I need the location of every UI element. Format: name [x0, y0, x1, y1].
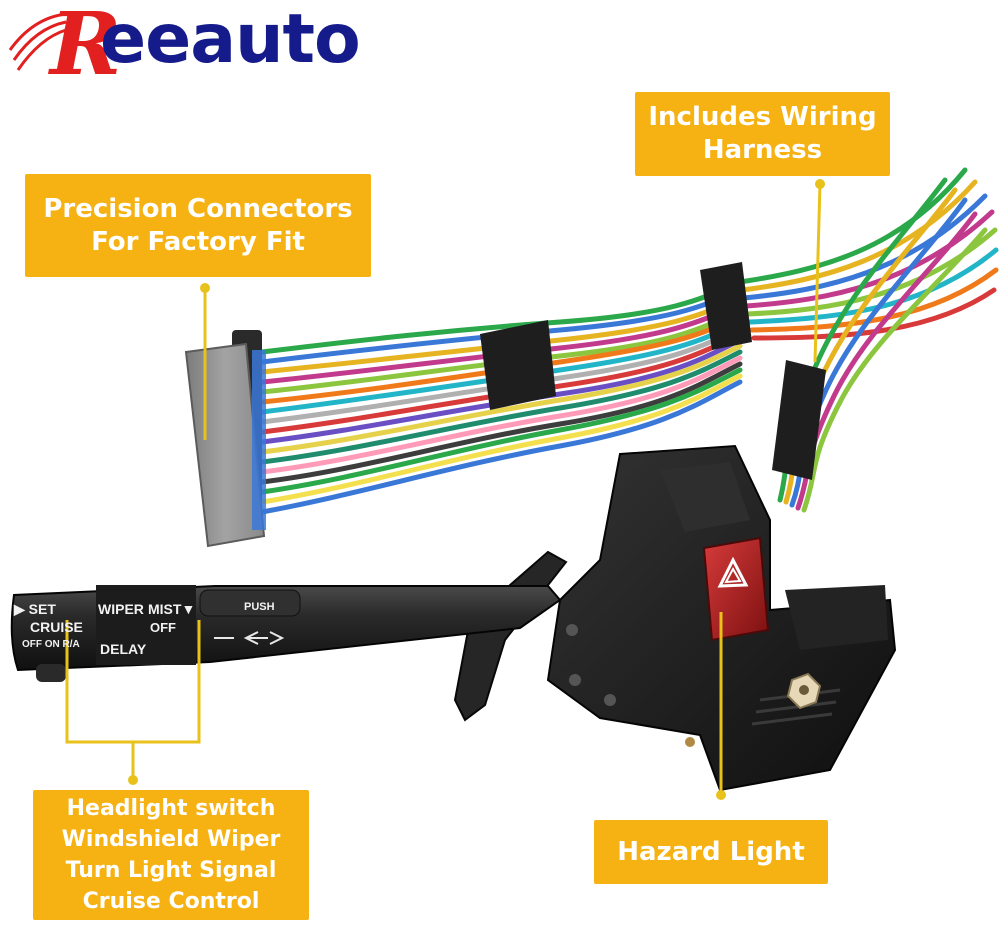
callout-hazard-light: Hazard Light: [594, 820, 828, 884]
logo-initial: R: [50, 0, 122, 95]
logo-swoosh-icon: [8, 12, 67, 71]
multifunction-lever: [10, 585, 562, 682]
logo-wordmark: eeauto: [100, 0, 361, 79]
mounting-nut: [786, 672, 822, 710]
lever-label-offonra: OFF ON R/A: [22, 639, 80, 650]
callout-precision-connectors: Precision Connectors For Factory Fit: [25, 174, 371, 277]
callout-dots: [128, 179, 825, 800]
callout-wiring-harness: Includes Wiring Harness: [635, 92, 890, 176]
lever-label-mist: MIST▼: [148, 601, 195, 617]
lever-printed-labels: ▶ SET CRUISE OFF ON R/A WIPER DELAY MIST…: [13, 601, 275, 657]
brand-logo: R eeauto: [8, 0, 428, 92]
callout-wiring-harness-text: Includes Wiring Harness: [648, 102, 877, 165]
callout-lever-functions-text: Headlight switch Windshield Wiper Turn L…: [61, 796, 281, 914]
lever-label-wiper: WIPER: [98, 601, 144, 617]
lever-arrow-icons: [214, 631, 285, 645]
lever-label-off: OFF: [150, 620, 176, 635]
connector-plug: [184, 330, 266, 548]
lever-label-set: ▶ SET: [13, 601, 56, 617]
lever-label-cruise: CRUISE: [30, 619, 83, 635]
lever-label-delay: DELAY: [100, 641, 147, 657]
lever-shroud: [453, 550, 568, 722]
callout-leaders: [65, 183, 822, 795]
hazard-button: [702, 536, 770, 642]
callout-lever-functions: Headlight switch Windshield Wiper Turn L…: [33, 790, 309, 920]
callout-precision-connectors-text: Precision Connectors For Factory Fit: [43, 193, 353, 257]
lever-label-push: PUSH: [244, 601, 275, 613]
callout-hazard-light-text: Hazard Light: [617, 836, 805, 867]
harness-tape: [480, 262, 826, 480]
